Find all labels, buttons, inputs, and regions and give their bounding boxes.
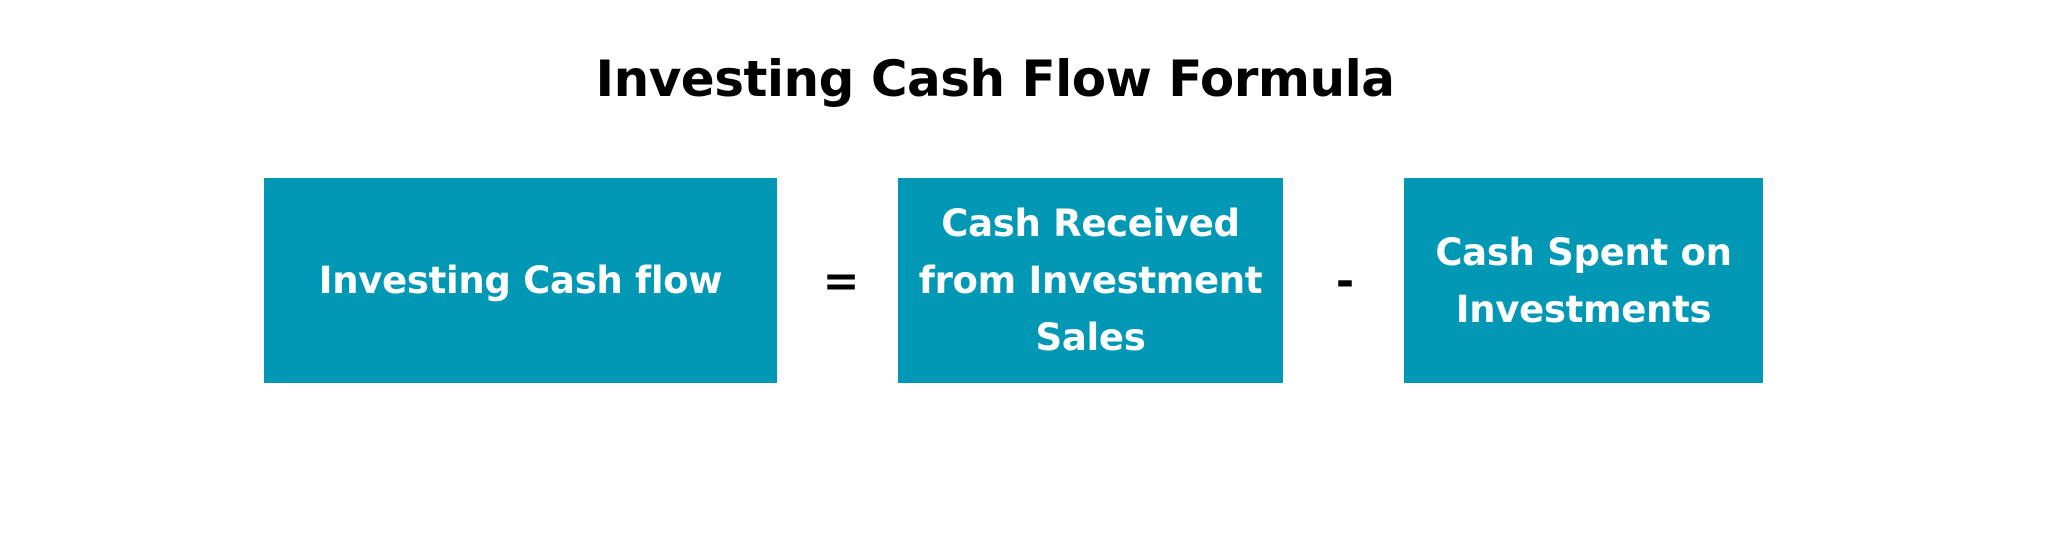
box-cash-spent: Cash Spent on Investments	[1404, 178, 1763, 383]
box-cash-received: Cash Received from Investment Sales	[898, 178, 1283, 383]
minus-operator: -	[1335, 255, 1355, 307]
box-cash-received-label: Cash Received from Investment Sales	[918, 202, 1263, 359]
equals-operator: =	[822, 255, 860, 307]
box-investing-cash-flow-label: Investing Cash flow	[318, 259, 723, 302]
box-investing-cash-flow: Investing Cash flow	[264, 178, 777, 383]
diagram-title: Investing Cash Flow Formula	[595, 50, 1395, 108]
box-cash-spent-label: Cash Spent on Investments	[1435, 230, 1732, 331]
